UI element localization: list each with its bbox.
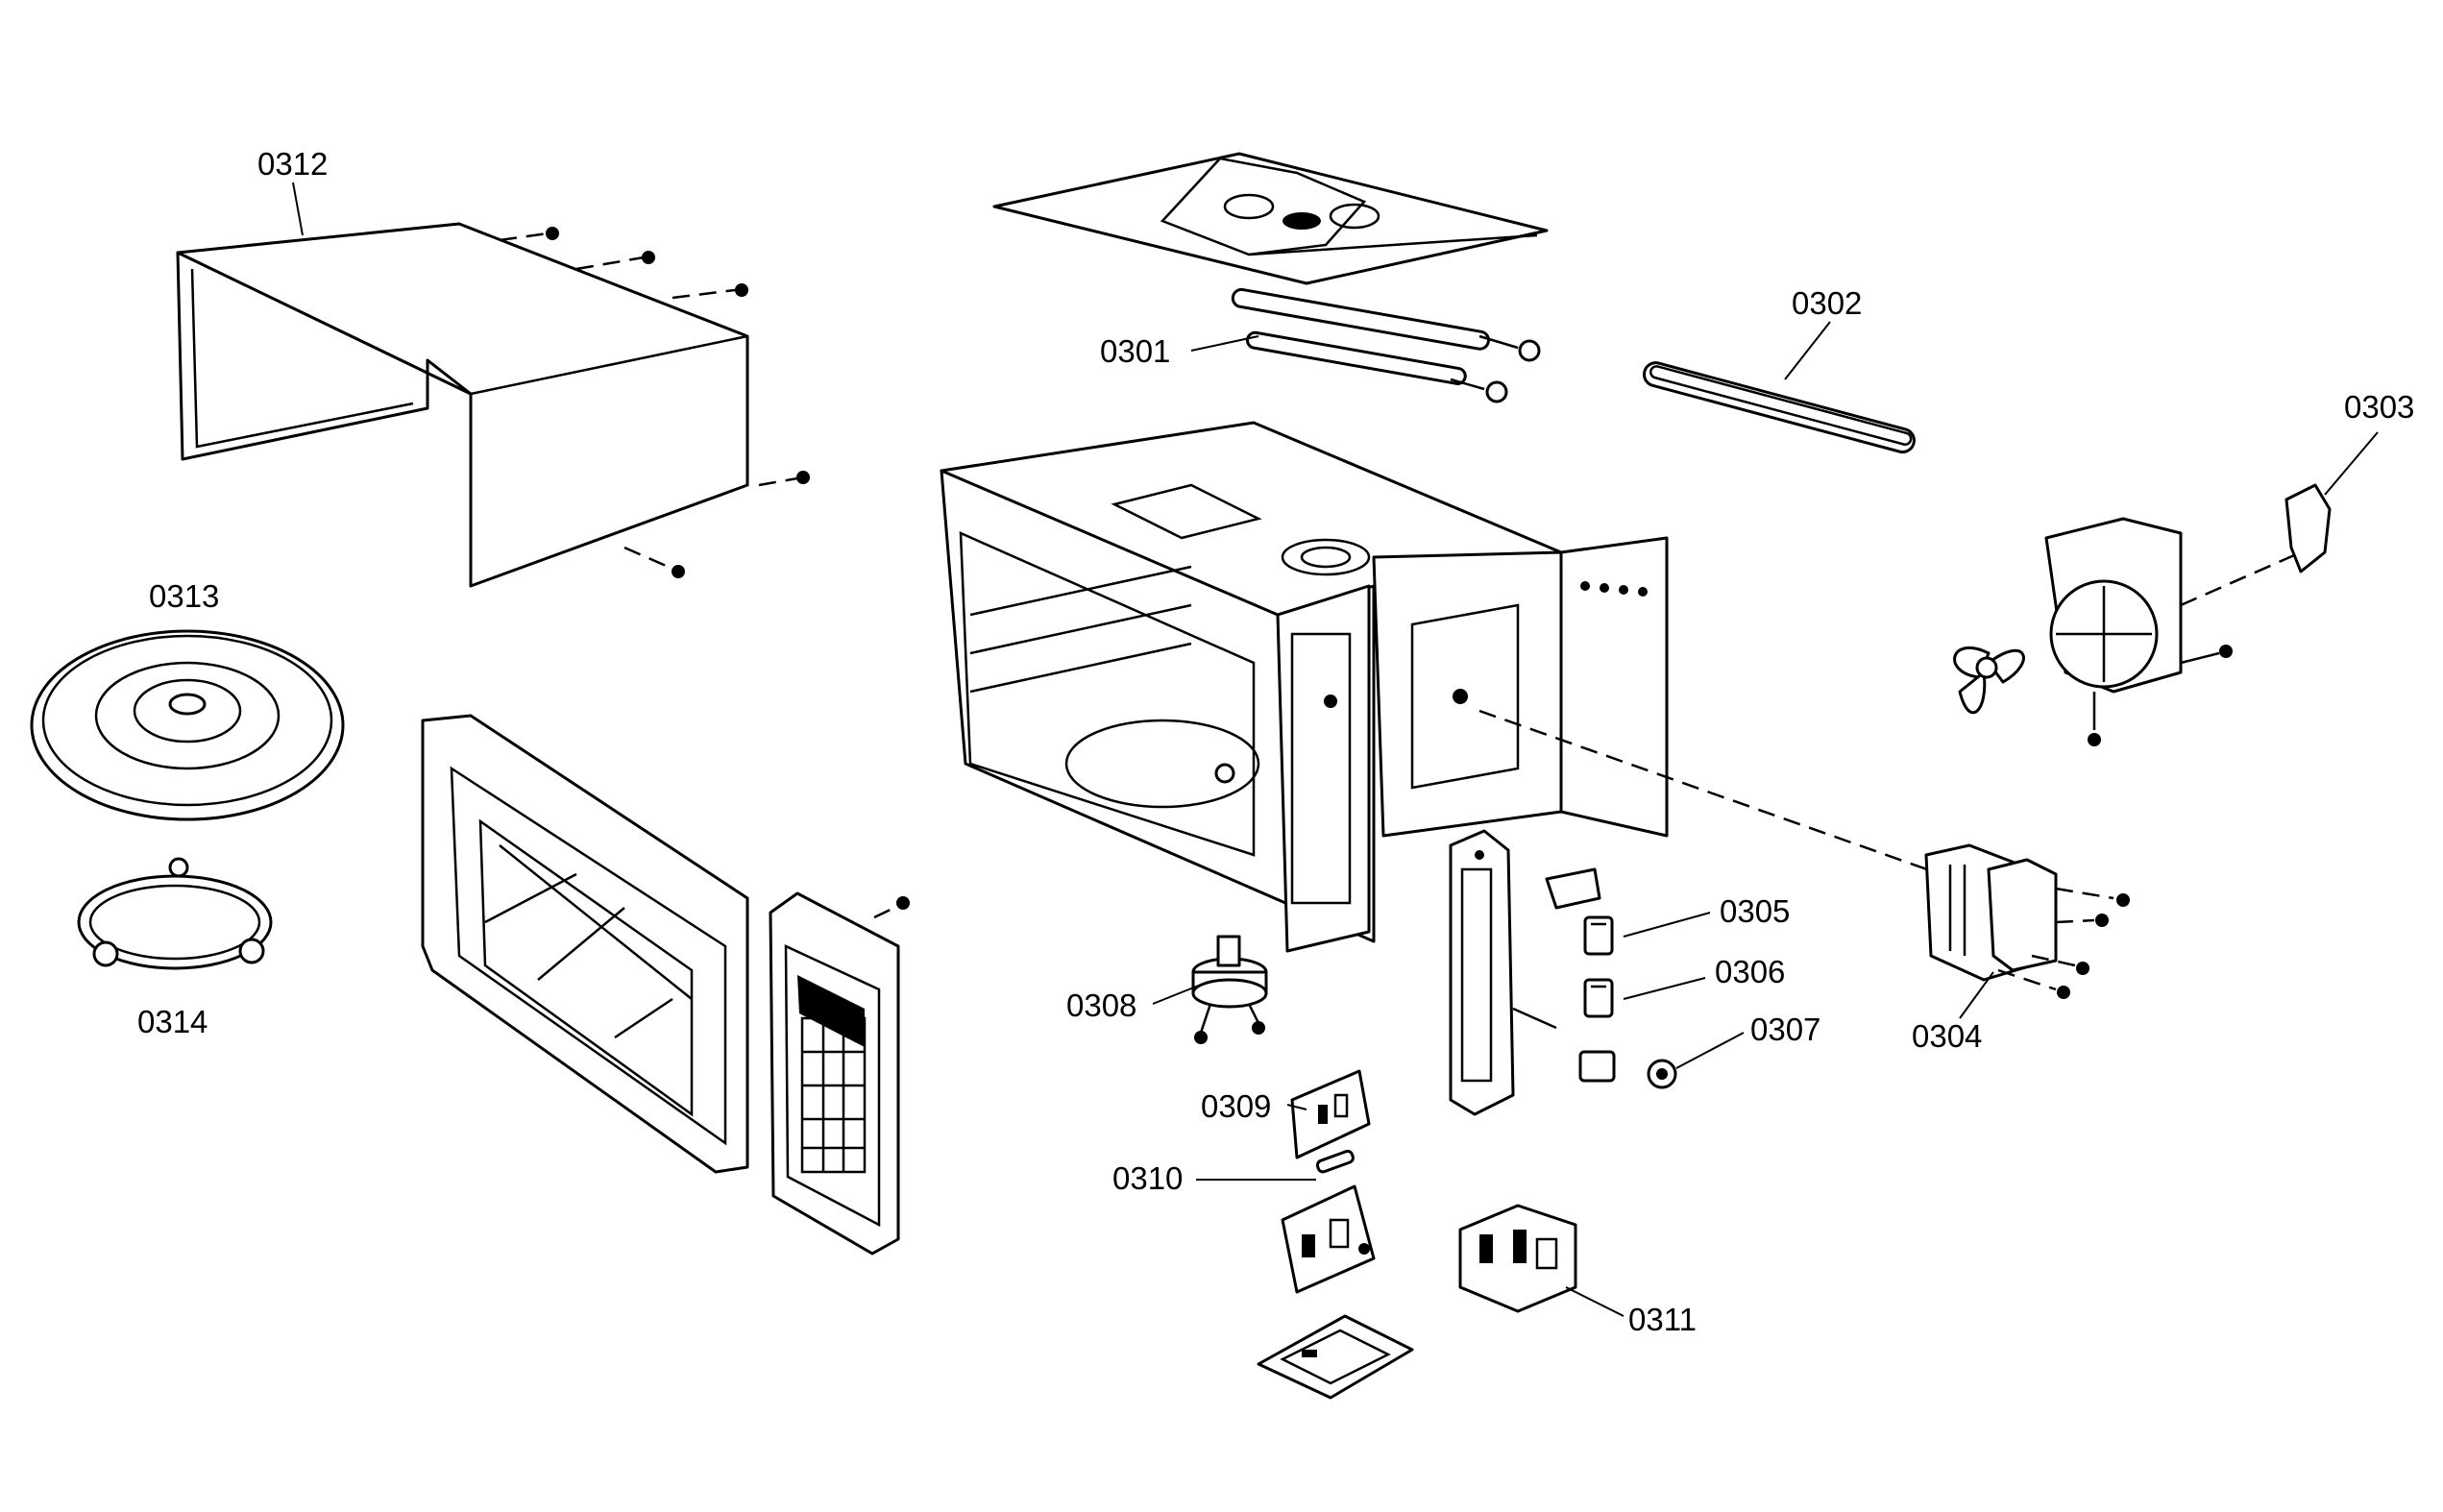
label-0313: 0313 [149, 578, 219, 614]
fan-motor-assembly [1953, 483, 2332, 746]
label-0314: 0314 [137, 1004, 208, 1039]
oven-cavity [940, 421, 1669, 953]
leader-0304 [1959, 971, 1994, 1019]
door-latch-plate [1449, 829, 1557, 1116]
mounting-axis-line [1478, 709, 1942, 876]
thermostat [1191, 935, 1268, 1044]
outer-cabinet-cover [176, 222, 810, 588]
relay-block [1458, 1204, 1577, 1313]
leader-0301 [1190, 335, 1259, 352]
label-0304: 0304 [1912, 1018, 1982, 1054]
label-0303: 0303 [2344, 389, 2414, 425]
label-0302: 0302 [1792, 285, 1862, 321]
sensor-bracket [1290, 1069, 1371, 1159]
fuse [1315, 1149, 1355, 1174]
transformer [1924, 843, 2130, 999]
keypad-grid [800, 1016, 867, 1174]
leader-0312 [292, 182, 304, 236]
label-0310: 0310 [1112, 1160, 1183, 1196]
leader-0305 [1623, 912, 1711, 938]
part-labels: 0312 0313 0314 0301 0302 0303 0304 0305 … [137, 146, 2414, 1337]
leader-0307 [1675, 1032, 1745, 1069]
leader-0311 [1565, 1286, 1625, 1317]
label-0311: 0311 [1628, 1302, 1697, 1337]
label-0305: 0305 [1720, 893, 1790, 929]
fuse-holder-board [1281, 1184, 1376, 1294]
roller-ring [77, 857, 273, 970]
leader-0303 [2324, 431, 2379, 496]
gasket-belt [1642, 361, 1916, 454]
leader-0302 [1784, 321, 1831, 380]
label-0312: 0312 [257, 146, 328, 182]
label-0306: 0306 [1715, 954, 1785, 989]
control-panel-front [769, 891, 910, 1256]
top-plate [992, 152, 1549, 285]
label-0301: 0301 [1100, 333, 1170, 369]
leader-0306 [1623, 977, 1706, 1000]
door-assembly [421, 714, 749, 1174]
leader-0308 [1152, 984, 1202, 1005]
turntable-glass-tray [30, 629, 345, 821]
leader-0309 [1286, 1104, 1307, 1110]
fan-blade [1953, 646, 2025, 715]
leader-lines [292, 182, 2379, 1317]
label-0309: 0309 [1201, 1088, 1271, 1124]
label-0308: 0308 [1066, 988, 1136, 1023]
micro-switch-0305 [1583, 915, 1614, 956]
heater-elements [1231, 287, 1541, 403]
label-0307: 0307 [1750, 1012, 1820, 1047]
micro-switch-0306 [1583, 978, 1614, 1018]
micro-switch-top [1545, 867, 1601, 910]
control-board [1257, 1314, 1414, 1400]
micro-switch-0307 [1578, 1050, 1677, 1089]
